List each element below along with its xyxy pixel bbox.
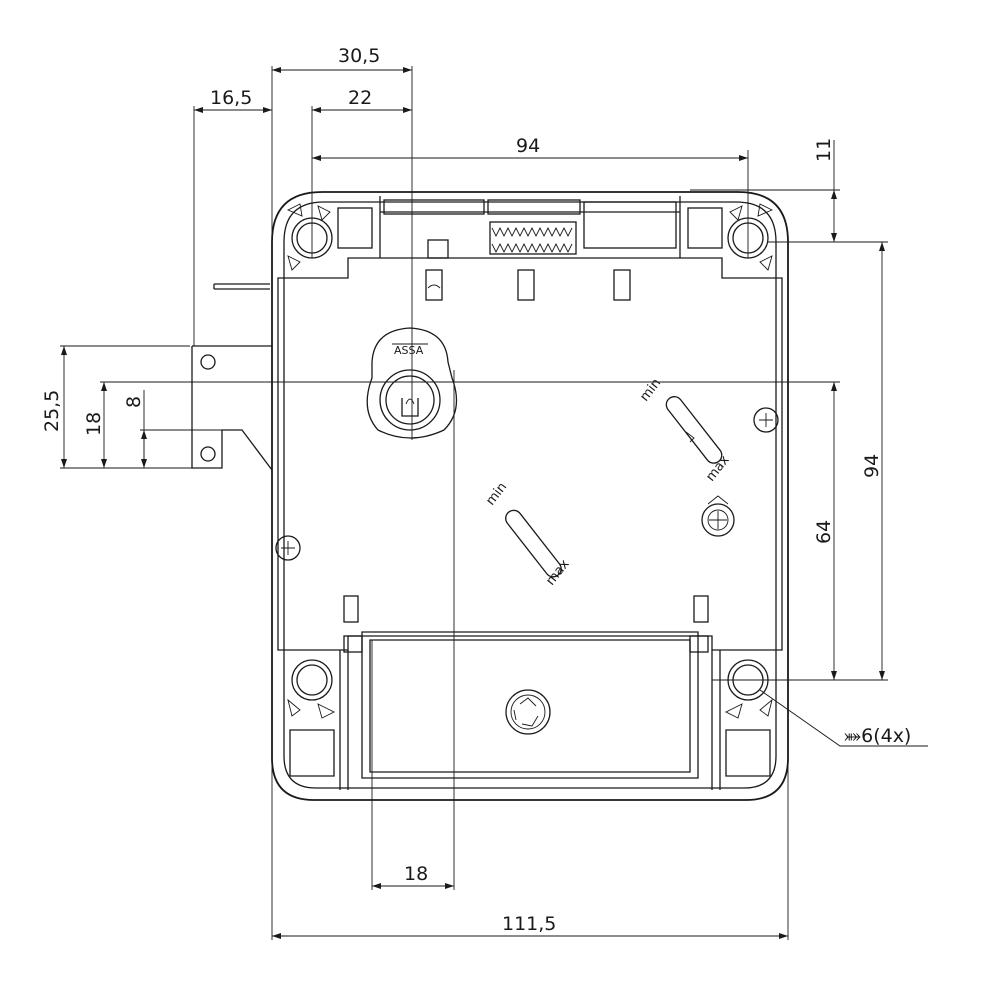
mounting-hole-top-right	[727, 203, 774, 271]
slot-markings: min max min max ASSA	[394, 344, 733, 588]
slot-right-max-label: max	[703, 453, 732, 485]
lock-body	[271, 191, 789, 801]
slot-left	[505, 509, 562, 578]
dimension-lines	[61, 67, 928, 939]
adjust-screw	[701, 495, 735, 537]
bottom-recesses	[289, 595, 771, 790]
slot-right-min-label: min	[637, 376, 664, 405]
slot-rect	[517, 269, 535, 301]
extension-lines	[60, 66, 888, 940]
mounting-hole-bottom-right	[724, 659, 773, 719]
dim-11: 11	[813, 138, 835, 162]
dim-18-bottom: 18	[404, 863, 428, 885]
dimension-labels: 30,5 22 16,5 94 11 94 64 25,5 18 8 18 11…	[41, 45, 911, 935]
screw-left	[275, 535, 301, 561]
dim-94-right: 94	[861, 454, 883, 478]
dim-18-left: 18	[83, 412, 105, 436]
bottom-compartment	[361, 631, 699, 779]
dim-94-top: 94	[516, 135, 540, 157]
slot-left-max-label: max	[543, 557, 572, 589]
dim-30-5: 30,5	[338, 45, 380, 67]
dim-8: 8	[123, 396, 145, 408]
mounting-hole-bottom-left	[287, 659, 336, 719]
hole-callout: ⤘6(4x)	[844, 725, 911, 747]
dim-111-5: 111,5	[502, 913, 556, 935]
cylinder-housing	[366, 327, 458, 439]
top-mechanism	[337, 196, 723, 301]
dim-64: 64	[813, 520, 835, 544]
slot-right	[665, 396, 723, 464]
screw-right	[753, 407, 779, 433]
slot-rect	[613, 269, 631, 301]
dim-22: 22	[348, 87, 372, 109]
mounting-hole-top-left	[286, 203, 333, 271]
slot-rect	[425, 269, 443, 301]
dim-16-5: 16,5	[210, 87, 252, 109]
slot-left-min-label: min	[483, 480, 510, 509]
dim-25-5: 25,5	[41, 390, 63, 432]
latch-bolt	[191, 283, 273, 471]
recycle-icon	[505, 689, 551, 735]
brand-label: ASSA	[394, 344, 424, 357]
